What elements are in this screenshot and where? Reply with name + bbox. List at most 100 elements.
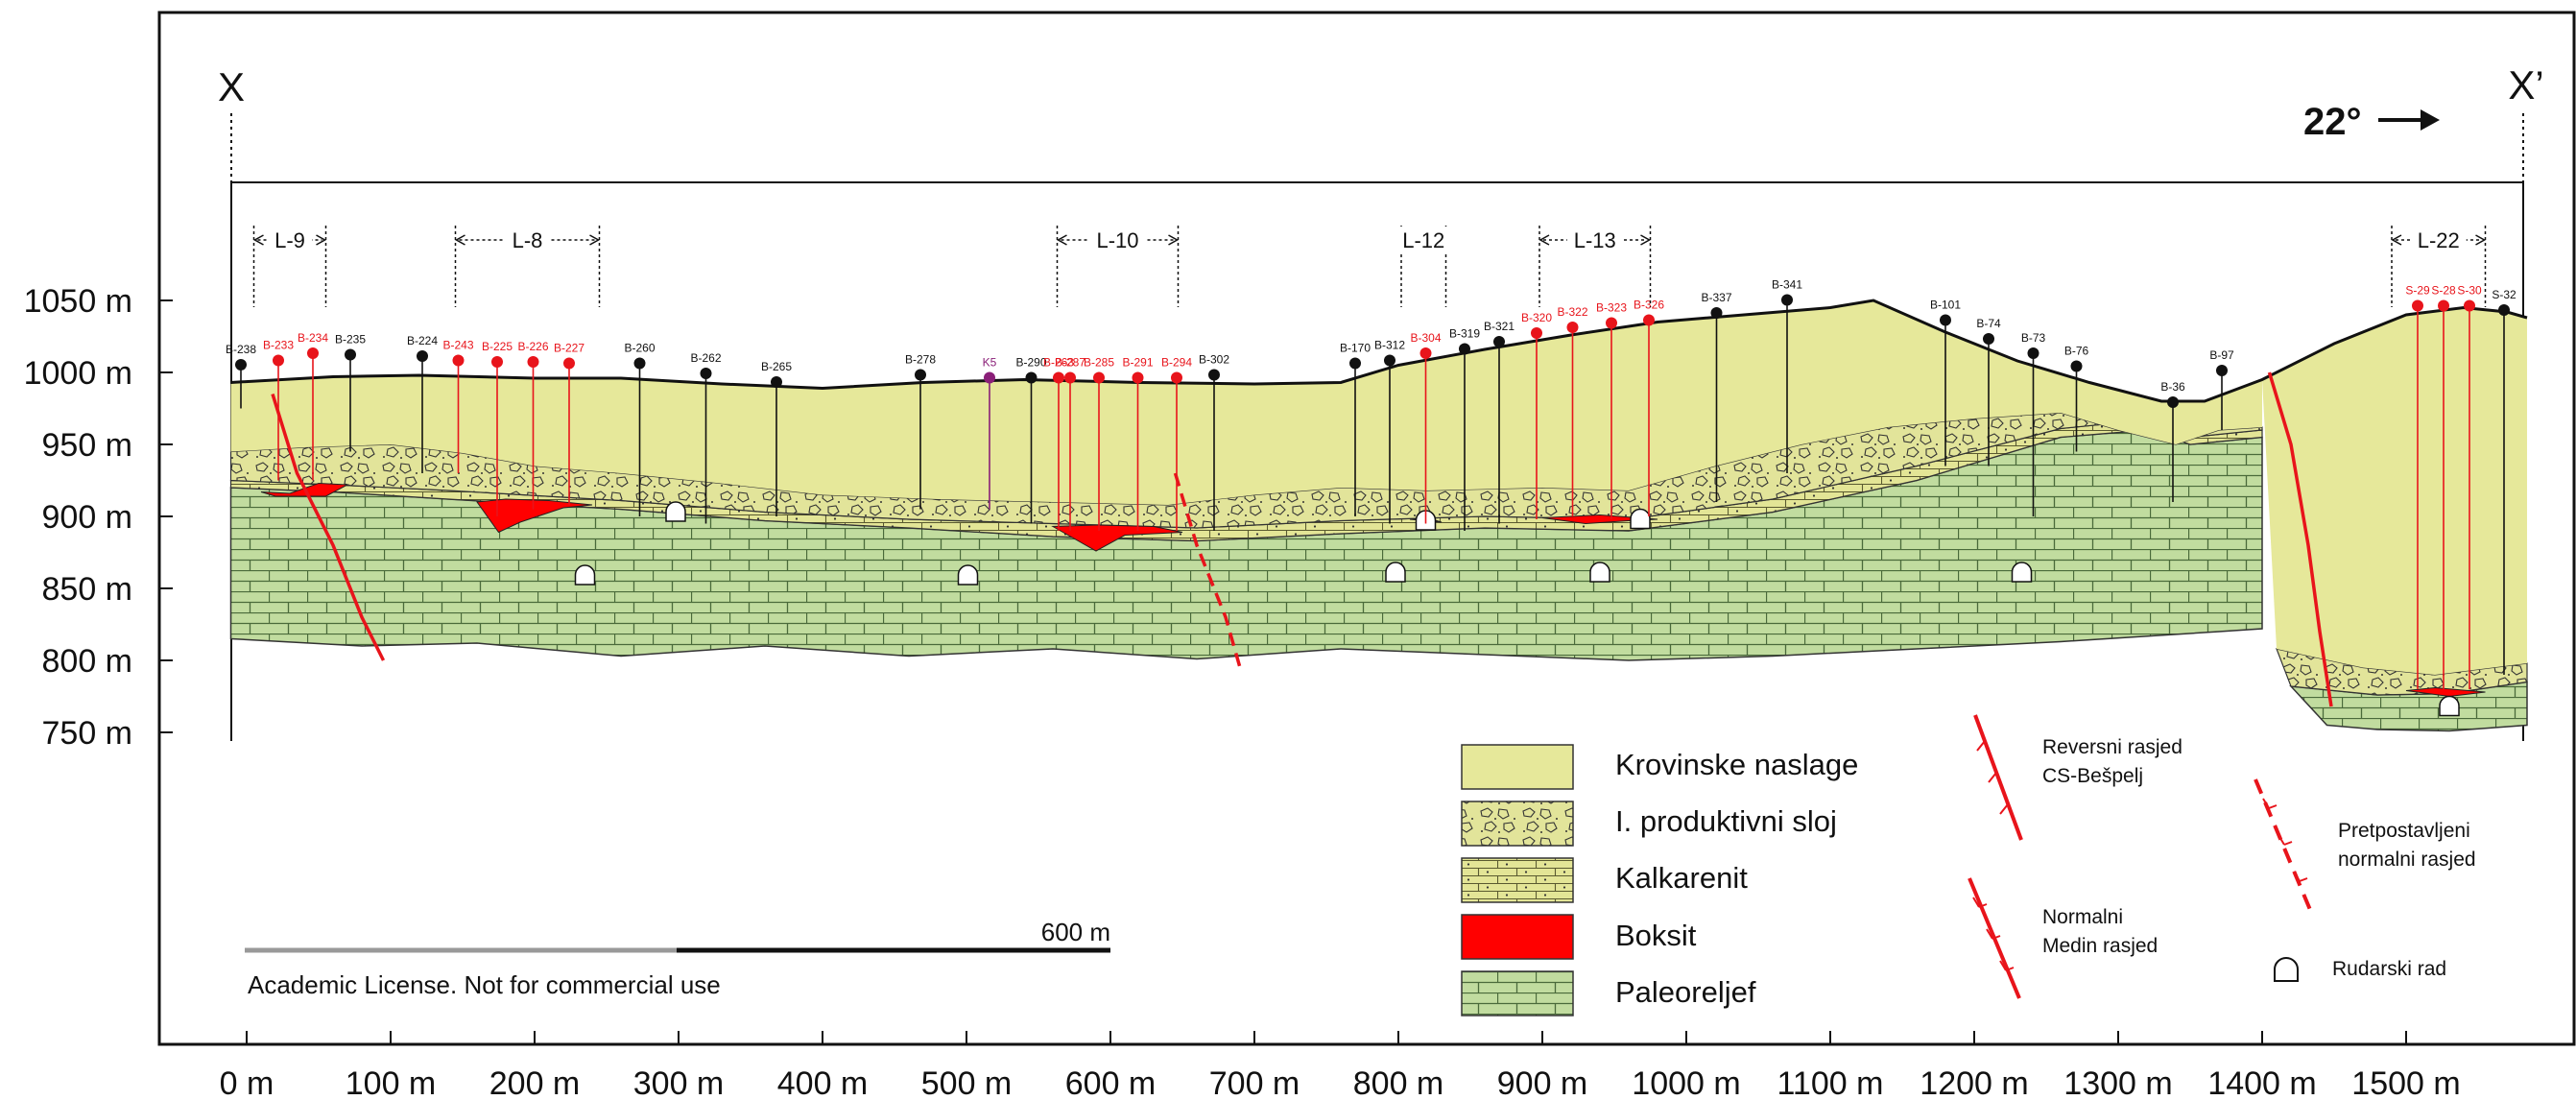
- well-b-304: B-304: [1410, 331, 1442, 524]
- distance-tick-label: 300 m: [633, 1065, 725, 1100]
- svg-text:22°: 22°: [2303, 101, 2362, 143]
- direction-indicator: 22°: [2303, 101, 2440, 143]
- well-s-30: S-30: [2457, 284, 2482, 689]
- legend-reverse-fault: Reversni rasjed CS-Bešpelj: [1973, 714, 2182, 841]
- elevation-tick-label: 1050 m: [24, 283, 132, 320]
- well-head: [2070, 360, 2083, 372]
- well-head: [1208, 369, 1220, 381]
- zone-label-bg: [1089, 227, 1146, 253]
- well-b-226: B-226: [517, 340, 549, 510]
- topography-line: [230, 299, 2528, 403]
- well-head: [527, 356, 539, 368]
- zone-arrow-left-icon: [454, 234, 465, 246]
- zone-label-bg: [1566, 227, 1623, 253]
- well-label: B-74: [1976, 317, 2001, 330]
- well-head: [1064, 371, 1076, 384]
- well-b-278: B-278: [905, 353, 936, 510]
- section-start-marker: X: [218, 64, 245, 109]
- distance-tick-label: 1100 m: [1777, 1065, 1884, 1100]
- svg-text:Rudarski rad: Rudarski rad: [2332, 958, 2446, 980]
- distance-tick-label: 1400 m: [2207, 1065, 2316, 1100]
- distance-tick-label: 1200 m: [1920, 1065, 2028, 1100]
- well-label: B-265: [761, 360, 792, 373]
- well-head: [1349, 357, 1361, 370]
- well-head: [345, 348, 356, 361]
- zone-arrow-left-icon: [252, 234, 264, 246]
- unit-cover-deposits: [230, 300, 2262, 505]
- well-head: [2216, 365, 2228, 376]
- well-head: [491, 356, 503, 368]
- well-b-224: B-224: [407, 334, 438, 473]
- zone-label-bg: [2410, 227, 2467, 253]
- well-label: B-235: [335, 333, 366, 347]
- well-label: B-337: [1701, 291, 1731, 304]
- well-head: [2498, 304, 2510, 316]
- well-head: [633, 357, 646, 370]
- well-s-32: S-32: [2492, 288, 2516, 675]
- well-head: [563, 357, 575, 370]
- well-head: [984, 371, 995, 384]
- zone-arrow-left-icon: [1538, 234, 1550, 246]
- license-note: Academic License. Not for commercial use: [248, 970, 721, 999]
- distance-tick-label: 1300 m: [2063, 1065, 2172, 1100]
- distance-tick-label: 100 m: [346, 1065, 437, 1100]
- well-head: [1606, 317, 1617, 329]
- well-b-302: B-302: [1199, 353, 1229, 531]
- well-label: B-312: [1374, 339, 1405, 352]
- well-b-322: B-322: [1557, 305, 1588, 516]
- svg-text:Reversni rasjed: Reversni rasjed: [2042, 736, 2182, 758]
- svg-text:Boksit: Boksit: [1615, 919, 1697, 952]
- distance-tick-label: 1500 m: [2351, 1065, 2460, 1100]
- svg-text:I. produktivni sloj: I. produktivni sloj: [1615, 804, 1837, 838]
- well-k5: K5: [983, 356, 997, 510]
- svg-text:Kalkarenit: Kalkarenit: [1615, 861, 1748, 895]
- fault-assumed-central: [1173, 472, 1242, 668]
- well-b-341: B-341: [1772, 278, 1802, 473]
- bauxite-lens-l10: [1051, 524, 1183, 552]
- well-label: B-304: [1410, 331, 1441, 345]
- well-b-234: B-234: [298, 331, 328, 481]
- well-b-36: B-36: [2160, 380, 2185, 502]
- well-label: B-319: [1449, 327, 1480, 341]
- well-head: [307, 347, 319, 359]
- well-label: B-341: [1772, 278, 1802, 292]
- well-label: B-285: [1084, 356, 1114, 370]
- distance-tick-label: 500 m: [921, 1065, 1013, 1100]
- zone-arrow-right-icon: [589, 234, 601, 246]
- well-b-263: B-263: [1043, 356, 1074, 531]
- scale-bar: 600 m: [245, 918, 1110, 953]
- well-head: [771, 376, 782, 388]
- well-b-312: B-312: [1374, 339, 1405, 524]
- well-b-262: B-262: [690, 351, 722, 524]
- zone-l-13: L-13: [1538, 226, 1652, 307]
- legend-item-paleo: Paleoreljef: [1461, 970, 1756, 1016]
- svg-text:normalni rasjed: normalni rasjed: [2338, 849, 2476, 871]
- well-label: B-291: [1122, 356, 1153, 370]
- distance-tick-label: 900 m: [1497, 1065, 1588, 1100]
- well-b-291: B-291: [1122, 356, 1154, 531]
- well-head: [235, 359, 247, 371]
- zone-arrow-right-icon: [2475, 234, 2487, 246]
- well-head: [2027, 347, 2039, 359]
- distance-tick-label: 400 m: [777, 1065, 869, 1100]
- svg-text:600 m: 600 m: [1041, 918, 1110, 946]
- well-b-76: B-76: [2064, 345, 2088, 452]
- well-b-170: B-170: [1340, 342, 1371, 516]
- mine-tunnel-icon: [2274, 957, 2299, 982]
- well-label: S-32: [2492, 288, 2516, 301]
- well-label: B-73: [2021, 331, 2046, 345]
- well-label: B-263: [1043, 356, 1074, 370]
- well-label: S-30: [2457, 284, 2482, 298]
- well-b-326: B-326: [1634, 299, 1664, 516]
- legend: Krovinske naslage I. produktivni sloj Ka…: [1461, 714, 2476, 1016]
- well-head: [1132, 371, 1144, 384]
- well-b-238: B-238: [226, 343, 256, 409]
- distance-tick-label: 600 m: [1065, 1065, 1157, 1100]
- distance-tick-label: 0 m: [220, 1065, 274, 1100]
- well-b-73: B-73: [2021, 331, 2046, 516]
- well-label: B-234: [298, 331, 328, 345]
- distance-tick-label: 200 m: [489, 1065, 581, 1100]
- well-head: [2464, 299, 2475, 312]
- zone-l-12: L-12: [1395, 226, 1452, 307]
